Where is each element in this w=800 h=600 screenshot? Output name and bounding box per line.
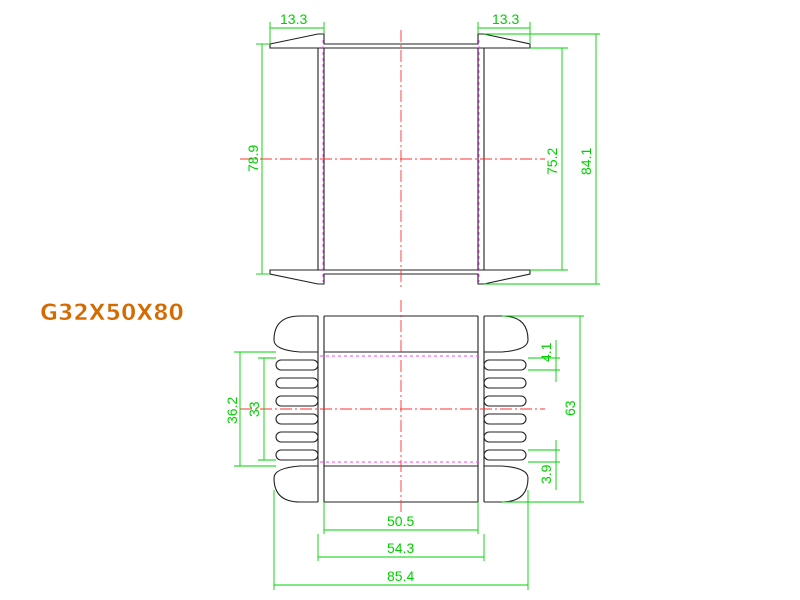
- left-cooling-fins: [275, 359, 319, 461]
- bottom-view: [240, 300, 545, 512]
- bottom-view-dimensions: 36.2 33 4.1 3.9 63 50.5 54.3: [224, 315, 584, 590]
- left-end-cap: [273, 315, 318, 353]
- dim-slot-bottom: 3.9: [538, 464, 554, 484]
- bottom-flange: [269, 269, 531, 285]
- dim-height-overall: 84.1: [578, 148, 594, 175]
- top-flange: [269, 33, 531, 49]
- top-view-dimensions: 13.3 13.3 78.9 75.2 84.1: [245, 11, 600, 285]
- dim-width-window: 50.5: [387, 513, 414, 529]
- part-title: G32X50X80: [40, 301, 184, 326]
- dim-slot-top: 4.1: [538, 342, 554, 362]
- dim-side-inner: 33: [246, 401, 262, 417]
- right-cooling-fins: [483, 359, 527, 461]
- right-end-cap: [484, 315, 529, 353]
- dim-flange-right: 13.3: [492, 11, 519, 27]
- dim-height-window: 75.2: [544, 148, 560, 175]
- dim-depth-overall: 63: [562, 400, 578, 416]
- dim-width-core: 54.3: [387, 540, 414, 556]
- dim-side-outer: 36.2: [224, 397, 240, 424]
- dim-height-inner: 78.9: [245, 145, 261, 172]
- dim-width-overall: 85.4: [387, 568, 414, 584]
- top-view: [240, 30, 545, 290]
- dim-flange-left: 13.3: [280, 11, 307, 27]
